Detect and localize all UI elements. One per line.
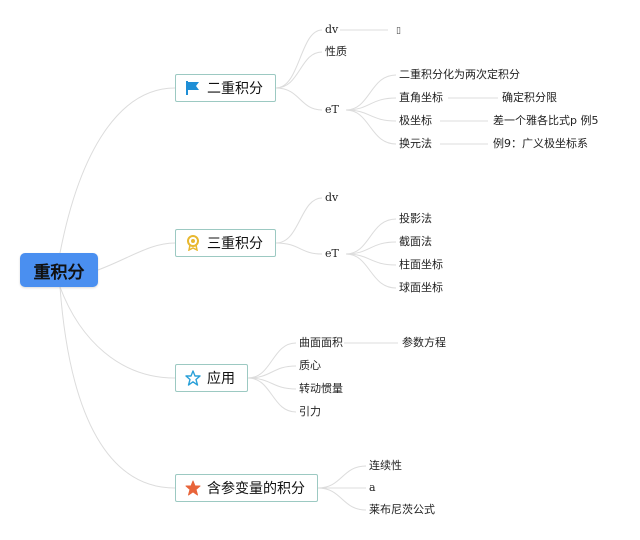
leaf-node[interactable]: dv [325,23,339,36]
leaf-node[interactable]: eT [325,247,339,260]
leaf-node[interactable]: ▯ [396,26,401,36]
branch-label: 应用 [207,371,235,387]
leaf-node[interactable]: 直角坐标 [399,91,443,104]
leaf-node[interactable]: dv [325,191,339,204]
leaf-node[interactable]: 换元法 [399,137,432,150]
leaf-node[interactable]: 性质 [325,45,347,58]
leaf-node[interactable]: 曲面面积 [299,336,343,349]
star-outline-icon [184,369,202,387]
leaf-node[interactable]: 柱面坐标 [399,258,443,271]
branch-label: 含参变量的积分 [207,481,305,497]
award-icon [184,234,202,252]
leaf-node[interactable]: 球面坐标 [399,281,443,294]
leaf-node[interactable]: 引力 [299,405,321,418]
leaf-node[interactable]: 例9：广义极坐标系 [493,137,588,150]
star-filled-icon [184,479,202,497]
leaf-node[interactable]: a [369,481,376,494]
root-label: 重积分 [33,262,85,283]
leaf-node[interactable]: 二重积分化为两次定积分 [399,68,520,81]
leaf-node[interactable]: 极坐标 [399,114,432,127]
branch-label: 三重积分 [207,236,263,252]
leaf-node[interactable]: 莱布尼茨公式 [369,503,435,516]
leaf-node[interactable]: 转动惯量 [299,382,343,395]
branch-node-double-integral[interactable]: 二重积分 [175,74,276,102]
root-node[interactable]: 重积分 [20,253,98,287]
leaf-node[interactable]: 差一个雅各比式p 例5 [493,114,599,127]
leaf-node[interactable]: 确定积分限 [502,91,557,104]
branch-node-triple-integral[interactable]: 三重积分 [175,229,276,257]
leaf-node[interactable]: 投影法 [399,212,432,225]
leaf-node[interactable]: 连续性 [369,459,402,472]
leaf-node[interactable]: 参数方程 [402,336,446,349]
leaf-node[interactable]: 截面法 [399,235,432,248]
leaf-node[interactable]: 质心 [299,359,321,372]
leaf-node[interactable]: eT [325,103,339,116]
flag-icon [184,79,202,97]
branch-label: 二重积分 [207,81,263,97]
branch-node-parametric-integral[interactable]: 含参变量的积分 [175,474,318,502]
branch-node-application[interactable]: 应用 [175,364,248,392]
